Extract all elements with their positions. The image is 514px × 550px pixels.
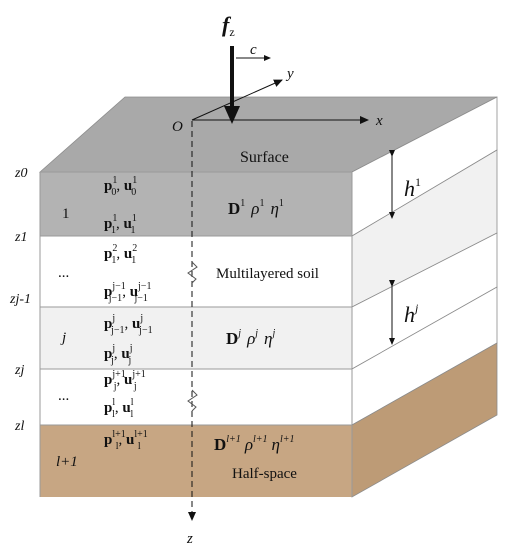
y-axis-label: y	[285, 66, 294, 82]
z1-label: z1	[14, 230, 27, 245]
velocity-label: c	[250, 42, 257, 58]
layer-dots-1: ...	[58, 265, 69, 281]
break-mark-lower	[187, 389, 198, 412]
origin-label: O	[172, 119, 183, 135]
hj-label: hj	[404, 301, 419, 327]
layer-dots-2: ...	[58, 388, 69, 404]
multilayered-label: Multilayered soil	[216, 266, 319, 282]
halfspace-front	[40, 425, 352, 497]
z-axis-label: z	[186, 531, 193, 547]
zj1-label: zj-1	[9, 292, 31, 307]
layer-j-number: j	[60, 330, 66, 346]
halfspace-label: Half-space	[232, 466, 297, 482]
layer-boundaries	[39, 171, 353, 497]
layer-l1-number: l+1	[56, 454, 78, 470]
depth-labels: z0 z1 zj-1 zj zl	[9, 166, 31, 434]
force-label: fz	[222, 12, 235, 39]
force-arrowhead	[224, 106, 240, 124]
break-mark-upper	[187, 261, 198, 284]
layer-1-front	[40, 172, 352, 236]
y-axis	[191, 79, 283, 121]
layer-l-front	[40, 369, 352, 425]
surface-label: Surface	[240, 149, 289, 166]
layer-j-front	[40, 307, 352, 369]
x-axis-label: x	[375, 113, 383, 129]
layer-2-front	[40, 236, 352, 307]
layer-number-labels: 1 ... j ... l+1	[56, 206, 78, 470]
h1-label: h1	[404, 175, 421, 201]
zl-label: zl	[14, 419, 24, 434]
zj-label: zj	[14, 363, 24, 378]
layer-1-number: 1	[62, 206, 70, 222]
z0-label: z0	[14, 166, 27, 181]
